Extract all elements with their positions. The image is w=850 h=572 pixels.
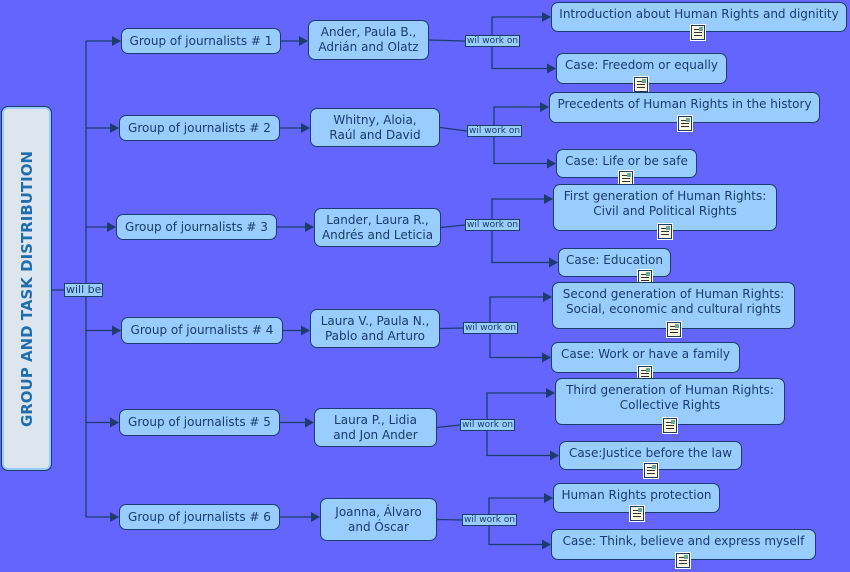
group-node-6[interactable]: Group of journalists # 6: [119, 504, 280, 530]
arrowhead: [547, 63, 556, 74]
document-note-icon[interactable]: [667, 322, 681, 337]
arrowhead: [547, 158, 556, 169]
members-link-line: [439, 327, 464, 330]
members-node-3[interactable]: Lander, Laura R., Andrés and Leticia: [314, 208, 441, 247]
document-note-icon[interactable]: [634, 77, 648, 92]
group-node-4[interactable]: Group of journalists # 4: [121, 317, 283, 344]
wil-work-on-label: wil work on: [463, 322, 519, 334]
group-node-2[interactable]: Group of journalists # 2: [119, 115, 280, 141]
arrowhead: [107, 222, 116, 232]
wil-work-on-label: wil work on: [465, 219, 521, 231]
document-note-icon[interactable]: [663, 418, 677, 433]
arrowhead: [305, 222, 314, 232]
topic-node-3-2[interactable]: Case: Education: [558, 248, 671, 277]
arrowhead: [540, 102, 549, 112]
arrowhead: [542, 539, 551, 550]
topic-link-line: [493, 106, 548, 126]
topic-link-line: [491, 198, 552, 220]
root-node[interactable]: GROUP AND TASK DISTRIBUTION: [1, 106, 52, 471]
group-node-1[interactable]: Group of journalists # 1: [121, 28, 281, 54]
document-note-icon[interactable]: [678, 116, 692, 131]
arrowhead: [305, 417, 314, 428]
wil-work-on-label: wil work on: [467, 125, 523, 137]
arrowhead: [546, 388, 555, 398]
members-node-4[interactable]: Laura V., Paula N., Pablo and Arturo: [310, 309, 440, 348]
topic-node-5-1[interactable]: Third generation of Human Rights: Collec…: [555, 378, 785, 425]
document-note-icon[interactable]: [658, 224, 672, 239]
arrowhead: [110, 417, 119, 428]
group-node-3[interactable]: Group of journalists # 3: [116, 214, 277, 240]
members-link-line: [436, 424, 461, 429]
arrowhead: [110, 512, 119, 522]
topic-link-line: [488, 525, 550, 546]
arrowhead: [543, 292, 552, 302]
topic-link-line: [486, 430, 558, 457]
arrowhead: [544, 194, 553, 204]
members-link-line: [436, 518, 463, 521]
members-node-6[interactable]: Joanna, Álvaro and Óscar: [320, 498, 437, 541]
members-node-2[interactable]: Whitny, Aloia, Raúl and David: [310, 108, 440, 147]
topic-link-line: [491, 16, 550, 36]
topic-node-4-1[interactable]: Second generation of Human Rights: Socia…: [552, 282, 795, 329]
topic-link-line: [486, 392, 554, 420]
topic-link-line: [489, 333, 550, 359]
topic-link-line: [491, 230, 557, 264]
arrowhead: [544, 493, 553, 503]
arrowhead: [112, 36, 121, 46]
will-be-label: will be: [64, 283, 104, 297]
arrowhead: [299, 36, 308, 46]
document-note-icon[interactable]: [619, 171, 633, 186]
members-node-5[interactable]: Laura P., Lidia and Jon Ander: [314, 408, 437, 447]
members-node-1[interactable]: Ander, Paula B., Adrián and Olatz: [308, 20, 429, 60]
topic-node-3-1[interactable]: First generation of Human Rights: Civil …: [553, 184, 777, 231]
members-link-line: [439, 126, 468, 132]
wil-work-on-label: wil work on: [462, 514, 518, 526]
wil-work-on-label: wil work on: [460, 419, 516, 431]
topic-link-line: [491, 46, 555, 70]
topic-link-line: [489, 296, 551, 323]
topic-link-line: [493, 136, 555, 165]
arrowhead: [550, 450, 559, 461]
wil-work-on-label: wil work on: [465, 35, 521, 47]
arrowhead: [549, 257, 558, 268]
topic-link-line: [488, 497, 552, 515]
arrowhead: [301, 325, 310, 336]
document-note-icon[interactable]: [644, 463, 658, 478]
arrowhead: [542, 12, 551, 22]
document-note-icon[interactable]: [691, 25, 705, 40]
arrowhead: [542, 352, 551, 363]
document-note-icon[interactable]: [676, 553, 690, 568]
members-link-line: [428, 39, 466, 42]
root-title: GROUP AND TASK DISTRIBUTION: [17, 150, 36, 427]
members-link-line: [440, 224, 466, 229]
arrowhead: [301, 123, 310, 133]
document-note-icon[interactable]: [630, 506, 644, 521]
arrowhead: [311, 512, 320, 522]
arrowhead: [112, 325, 121, 336]
arrowhead: [110, 123, 119, 133]
group-node-5[interactable]: Group of journalists # 5: [119, 409, 280, 436]
topic-node-2-2[interactable]: Case: Life or be safe: [556, 149, 697, 178]
